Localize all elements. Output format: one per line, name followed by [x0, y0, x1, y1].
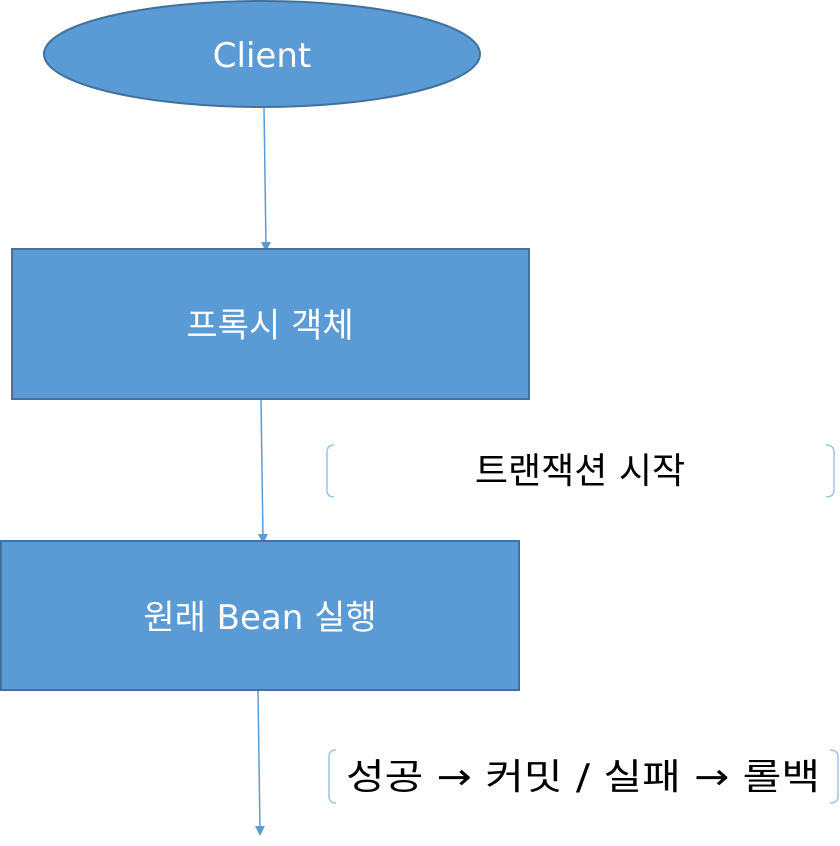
arrow-bean-out [254, 690, 265, 836]
left-brace [328, 749, 337, 804]
transaction-start-note: 트랜잭션 시작 [326, 444, 835, 498]
arrow-proxy-to-bean [257, 399, 268, 544]
left-brace [326, 444, 335, 498]
right-brace [825, 444, 835, 498]
client-label: Client [213, 36, 311, 76]
commit-rollback-note: 성공 → 커밋 / 실패 → 롤백 [328, 749, 839, 804]
commit-rollback-label: 성공 → 커밋 / 실패 → 롤백 [346, 757, 820, 798]
right-brace [829, 749, 839, 804]
bean-label: 원래 Bean 실행 [143, 598, 376, 638]
transaction-start-label: 트랜잭션 시작 [475, 451, 685, 492]
proxy-label: 프록시 객체 [186, 306, 353, 346]
arrow-client-to-proxy [260, 106, 271, 252]
client-node: Client [43, 0, 481, 108]
bean-node: 원래 Bean 실행 [0, 540, 520, 691]
proxy-node: 프록시 객체 [11, 248, 530, 400]
